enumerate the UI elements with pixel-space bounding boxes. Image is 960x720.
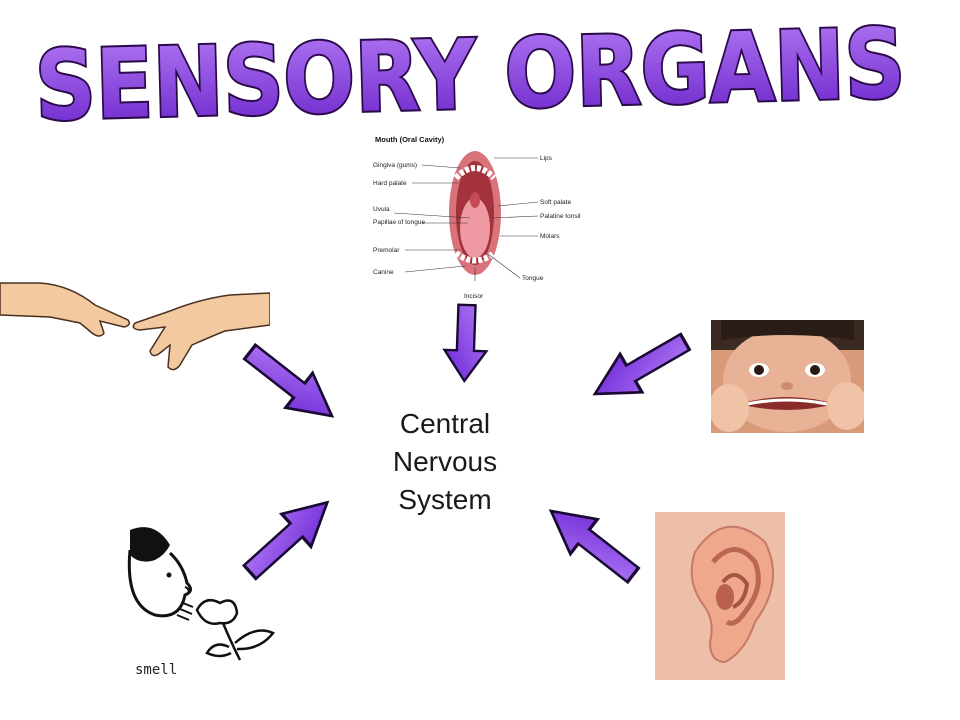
label-soft-palate: Soft palate	[540, 199, 571, 206]
label-lips: Lips	[540, 155, 553, 162]
label-molars: Molars	[540, 233, 560, 240]
mouth-diagram-icon: Mouth (Oral Cavity) Gingiva (gums) Hard …	[373, 135, 581, 300]
label-uvula: Uvula	[373, 206, 390, 213]
hands-touch-icon	[0, 282, 270, 371]
center-line-3: System	[398, 484, 492, 515]
arrow-hearing	[536, 492, 649, 594]
nose-smell-icon	[127, 527, 275, 661]
label-premolar: Premolar	[373, 247, 400, 254]
label-palatine-tonsil: Palatine tonsil	[540, 213, 581, 220]
arrow-face	[582, 321, 698, 415]
ear-hearing-icon	[655, 512, 785, 680]
label-canine: Canine	[373, 269, 394, 276]
smell-label: smell	[135, 662, 178, 678]
face-taste-icon	[711, 320, 864, 433]
page-title-text: SENSORY ORGANS	[34, 8, 907, 130]
arrow-taste-diagram	[442, 303, 490, 383]
label-papillae: Papillae of tongue	[373, 219, 425, 226]
mouth-diagram-title: Mouth (Oral Cavity)	[375, 135, 445, 144]
page-title: SENSORY ORGANS	[32, 6, 909, 130]
label-gingiva: Gingiva (gums)	[373, 162, 417, 169]
label-tongue: Tongue	[522, 275, 544, 282]
center-line-2: Nervous	[392, 446, 498, 477]
central-nervous-system-label: Central Nervous System	[360, 405, 530, 519]
center-line-1: Central	[399, 408, 491, 439]
label-incisor: Incisor	[464, 293, 484, 300]
label-hard-palate: Hard palate	[373, 180, 407, 187]
